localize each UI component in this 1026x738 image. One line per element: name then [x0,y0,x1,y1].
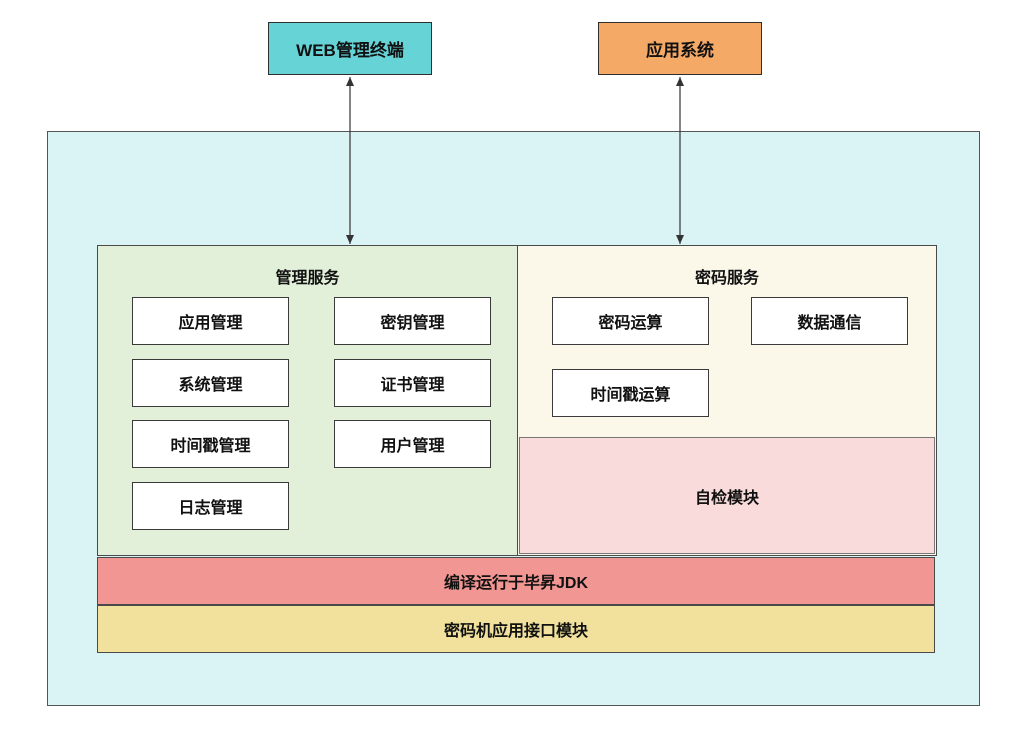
log-management-box: 日志管理 [132,482,289,530]
management-service-title: 管理服务 [275,270,340,287]
app-management-box: 应用管理 [132,297,289,345]
web-terminal-box: WEB管理终端 [268,22,432,75]
crypto-operation-box: 密码运算 [552,297,709,345]
crypto-service-title: 密码服务 [694,270,759,287]
jdk-runtime-layer: 编译运行于毕昇JDK [97,557,935,605]
key-management-box: 密钥管理 [334,297,491,345]
app-system-box: 应用系统 [598,22,762,75]
system-management-box: 系统管理 [132,359,289,407]
certificate-management-box: 证书管理 [334,359,491,407]
timestamp-management-box: 时间戳管理 [132,420,289,468]
user-management-box: 用户管理 [334,420,491,468]
timestamp-operation-box: 时间戳运算 [552,369,709,417]
self-check-module: 自检模块 [519,437,935,554]
crypto-api-layer: 密码机应用接口模块 [97,605,935,653]
data-communication-box: 数据通信 [751,297,908,345]
